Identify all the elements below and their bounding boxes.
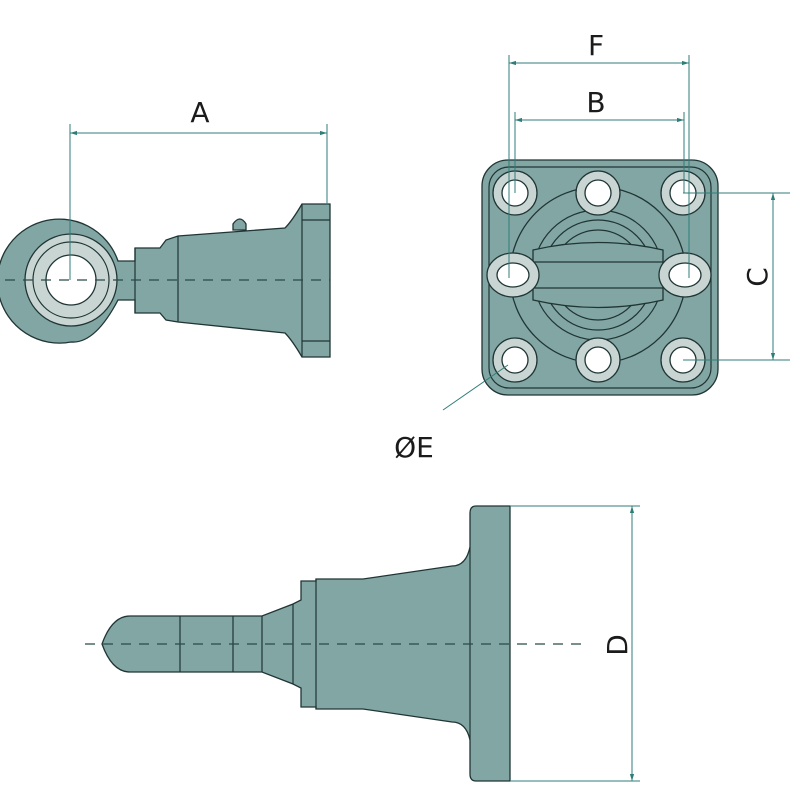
flange-view: F B C ØE [394, 29, 790, 464]
label-a: A [190, 96, 209, 129]
label-d: D [601, 634, 634, 656]
label-e: ØE [394, 431, 434, 464]
top-view: D [85, 505, 640, 782]
label-b: B [586, 86, 605, 119]
grease-nipple [232, 218, 247, 231]
side-view: A [0, 96, 331, 358]
label-c: C [741, 267, 774, 287]
label-f: F [588, 29, 604, 62]
